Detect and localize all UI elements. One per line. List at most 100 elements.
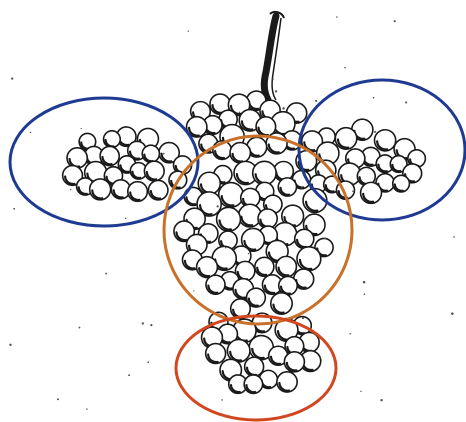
berry-highlight xyxy=(192,239,196,243)
speckle xyxy=(9,344,11,346)
berry-highlight xyxy=(260,262,263,265)
speckle xyxy=(125,218,126,219)
speckle xyxy=(315,100,317,102)
stem xyxy=(264,12,284,100)
speckle xyxy=(301,186,303,188)
berry-outline xyxy=(90,179,111,200)
grape-berry xyxy=(335,128,356,149)
berry-highlight xyxy=(223,213,227,217)
speckle xyxy=(79,327,81,329)
berry-highlight xyxy=(320,243,323,246)
berry-outline xyxy=(276,256,296,276)
speckle xyxy=(251,227,253,229)
berry-highlight xyxy=(224,115,227,118)
berry-outline xyxy=(219,183,244,208)
berry-highlight xyxy=(283,182,286,185)
grape-berry xyxy=(271,293,292,314)
berry-highlight xyxy=(381,178,384,181)
berry-highlight xyxy=(218,252,222,256)
berry-highlight xyxy=(224,235,227,238)
berry-highlight xyxy=(380,135,384,139)
speckle xyxy=(86,408,87,409)
berry-highlight xyxy=(108,135,111,138)
berry-highlight xyxy=(135,167,138,170)
berry-outline xyxy=(206,344,226,364)
berry-highlight xyxy=(204,228,207,231)
berry-highlight xyxy=(245,115,249,119)
berry-highlight xyxy=(215,99,219,103)
berry-highlight xyxy=(272,246,276,250)
berry-highlight xyxy=(303,252,307,256)
berry-highlight xyxy=(240,266,243,269)
berry-highlight xyxy=(252,142,256,146)
speckle xyxy=(30,132,32,134)
berry-highlight xyxy=(249,379,252,382)
berry-highlight xyxy=(143,133,147,137)
berry-highlight xyxy=(234,99,238,103)
berry-highlight xyxy=(257,318,261,322)
berry-highlight xyxy=(147,149,150,152)
speckle xyxy=(128,374,130,376)
speckle xyxy=(225,247,226,248)
berry-outline xyxy=(361,182,382,203)
grape-berry xyxy=(217,207,241,231)
speckle xyxy=(363,281,366,284)
berry-highlight xyxy=(219,170,222,173)
berry-highlight xyxy=(322,147,326,151)
berry-highlight xyxy=(204,177,208,181)
berry-highlight xyxy=(211,280,214,283)
grape-berry xyxy=(276,256,296,276)
speckle xyxy=(336,16,338,18)
berry-highlight xyxy=(314,179,317,182)
berry-highlight xyxy=(226,130,230,134)
speckle xyxy=(380,399,382,401)
berry-highlight xyxy=(301,156,305,160)
grape-berry xyxy=(206,344,226,364)
speckle xyxy=(324,237,326,239)
berry-highlight xyxy=(268,199,271,202)
speckle xyxy=(453,236,455,238)
grape-berry xyxy=(297,247,321,271)
berry-highlight xyxy=(304,337,308,341)
berry-highlight xyxy=(204,139,207,142)
berry-highlight xyxy=(357,124,361,128)
berry-highlight xyxy=(154,185,158,189)
berry-highlight xyxy=(400,144,404,148)
speckle xyxy=(405,101,407,103)
berry-highlight xyxy=(287,135,290,138)
grape-berry xyxy=(230,143,250,163)
berry-highlight xyxy=(72,153,76,157)
berry-outline xyxy=(253,161,276,184)
speckle xyxy=(147,361,149,363)
berry-highlight xyxy=(305,356,309,360)
berry-highlight xyxy=(214,317,217,320)
berry-highlight xyxy=(362,172,365,175)
berry-highlight xyxy=(240,167,244,171)
berry-highlight xyxy=(276,298,280,302)
berry-highlight xyxy=(344,168,348,172)
berry-highlight xyxy=(281,324,285,328)
grape-berry xyxy=(219,183,244,208)
speckle xyxy=(13,208,15,210)
berry-outline xyxy=(375,130,396,151)
speckle xyxy=(142,322,144,324)
grape-berry xyxy=(104,131,121,148)
grape-berry xyxy=(253,161,276,184)
speckle xyxy=(11,77,13,79)
speckle xyxy=(70,189,71,190)
grape-berry xyxy=(284,352,304,372)
berry-highlight xyxy=(268,279,272,283)
berry-highlight xyxy=(412,154,415,157)
berry-outline xyxy=(271,293,292,314)
berry-highlight xyxy=(259,167,263,171)
grape-berry xyxy=(144,161,164,181)
berry-highlight xyxy=(321,165,325,169)
speckle xyxy=(275,90,277,92)
grape-berry xyxy=(100,146,119,165)
berry-highlight xyxy=(123,160,126,163)
grape-berry xyxy=(198,172,220,194)
speckle xyxy=(451,312,454,315)
speckle xyxy=(394,20,396,22)
berry-highlight xyxy=(251,293,254,296)
